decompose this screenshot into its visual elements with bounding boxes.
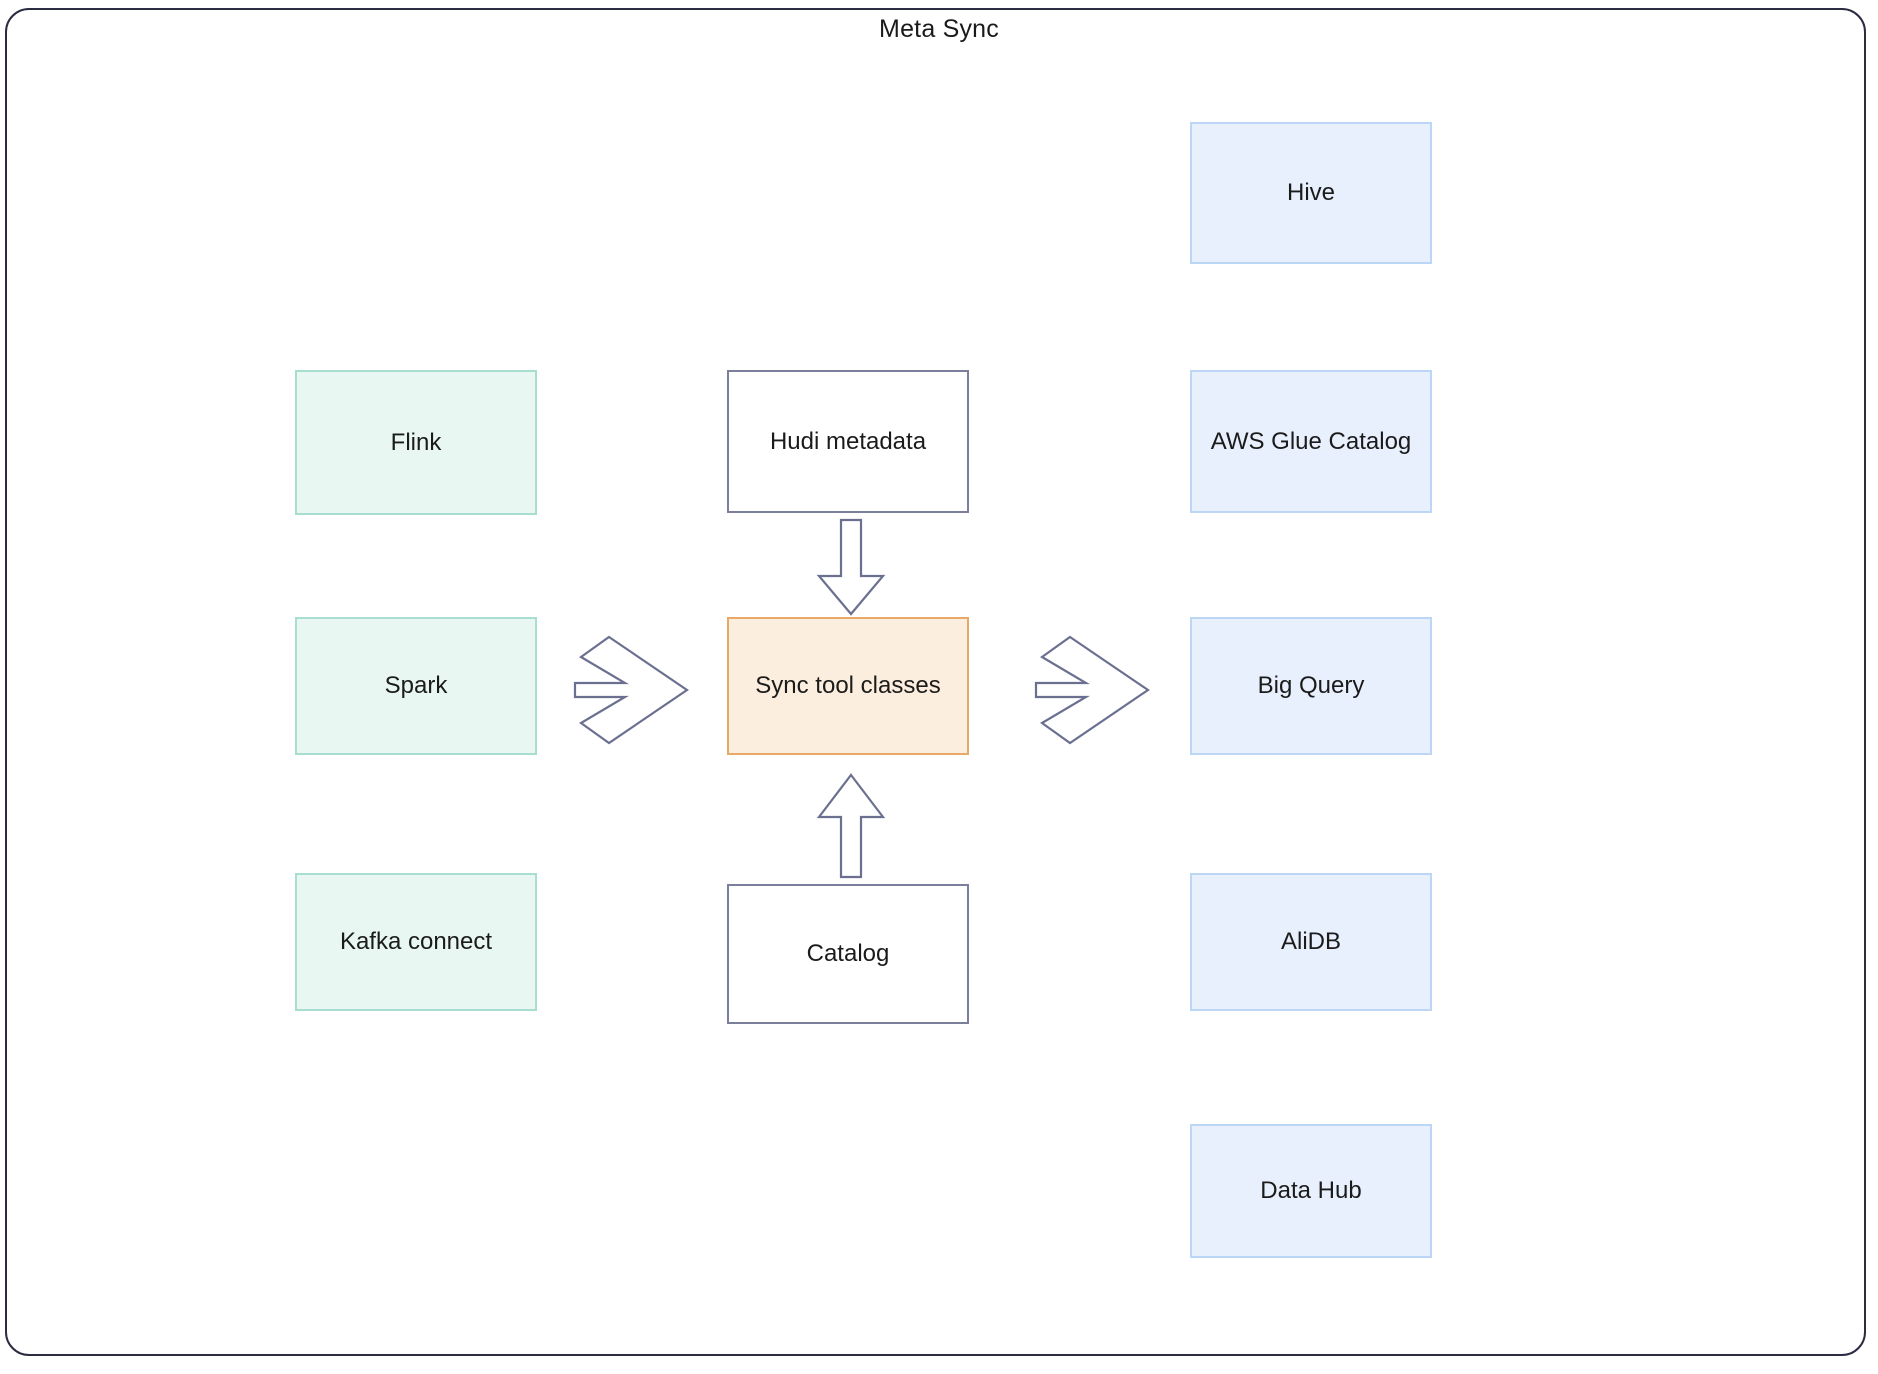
node-sync-tool-classes[interactable]: Sync tool classes xyxy=(727,617,969,755)
node-spark[interactable]: Spark xyxy=(295,617,537,755)
diagram-frame xyxy=(5,8,1866,1356)
arrow-down-icon xyxy=(816,518,886,616)
node-hudi-metadata[interactable]: Hudi metadata xyxy=(727,370,969,513)
node-label: Big Query xyxy=(1257,672,1365,699)
chevron-right-arrow-icon xyxy=(1034,635,1150,745)
node-big-query[interactable]: Big Query xyxy=(1190,617,1432,755)
arrow-up-icon xyxy=(816,773,886,879)
node-aws-glue-catalog[interactable]: AWS Glue Catalog xyxy=(1190,370,1432,513)
node-label: Flink xyxy=(390,428,442,456)
connector-sync-to-targets xyxy=(1034,635,1150,745)
node-label: Data Hub xyxy=(1260,1177,1362,1204)
node-label: Catalog xyxy=(806,940,890,967)
node-label: Spark xyxy=(384,672,448,699)
node-label: Kafka connect xyxy=(339,928,493,955)
diagram-title: Meta Sync xyxy=(879,15,999,43)
node-hive[interactable]: Hive xyxy=(1190,122,1432,264)
node-label: AliDB xyxy=(1280,928,1341,955)
node-label: Hudi metadata xyxy=(769,427,927,455)
connector-catalog-to-sync xyxy=(815,772,887,880)
node-label: Hive xyxy=(1286,179,1335,206)
connector-hudi-to-sync xyxy=(815,518,887,616)
node-data-hub[interactable]: Data Hub xyxy=(1190,1124,1432,1258)
connector-sources-to-sync xyxy=(573,635,689,745)
node-label: Sync tool classes xyxy=(755,672,941,699)
node-flink[interactable]: Flink xyxy=(295,370,537,515)
node-kafka-connect[interactable]: Kafka connect xyxy=(295,873,537,1011)
node-alidb[interactable]: AliDB xyxy=(1190,873,1432,1011)
chevron-right-arrow-icon xyxy=(573,635,689,745)
node-label: AWS Glue Catalog xyxy=(1210,427,1412,455)
node-catalog[interactable]: Catalog xyxy=(727,884,969,1024)
